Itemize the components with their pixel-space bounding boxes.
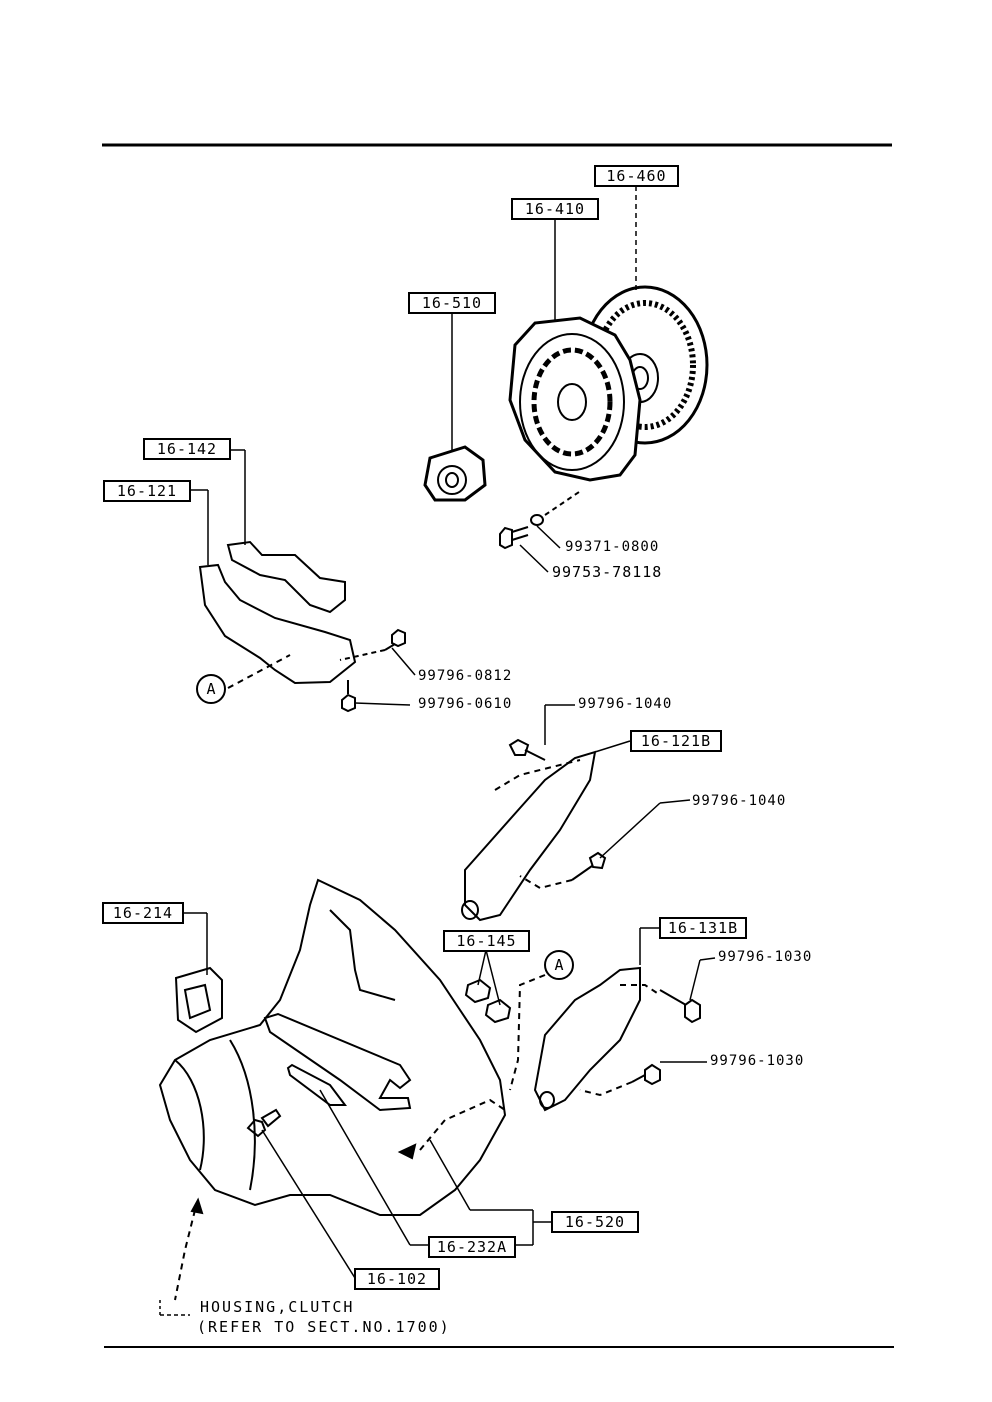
housing-note-line2: (REFER TO SECT.NO.1700) xyxy=(197,1318,451,1336)
callout-16-142: 16-142 xyxy=(143,438,231,460)
callout-16-121B: 16-121B xyxy=(630,730,722,752)
callout-16-232A: 16-232A xyxy=(428,1236,516,1258)
boot-seal-drawing xyxy=(174,966,223,1034)
bolt-washer-drawing xyxy=(499,489,583,550)
nuts-drawing xyxy=(464,978,512,1024)
callout-16-131B: 16-131B xyxy=(659,917,747,939)
callout-16-410: 16-410 xyxy=(511,198,599,220)
housing-note-line1: HOUSING,CLUTCH xyxy=(200,1298,355,1316)
marker-a-left: A xyxy=(196,674,226,704)
callout-16-102: 16-102 xyxy=(354,1268,440,1290)
arrow-head-1 xyxy=(397,1143,417,1160)
part-99753-78118: 99753-78118 xyxy=(552,563,663,581)
dashed-guide-housing xyxy=(174,1209,196,1301)
part-99796-1040-mid: 99796-1040 xyxy=(692,793,787,809)
leader-lines xyxy=(159,186,716,1316)
cover-bolts-drawing xyxy=(227,628,406,713)
pressure-plate-drawing xyxy=(508,316,642,482)
callout-16-145: 16-145 xyxy=(443,930,530,952)
part-99371-0800: 99371-0800 xyxy=(565,539,660,555)
clutch-cover-drawing xyxy=(198,563,357,685)
part-99796-1040-top: 99796-1040 xyxy=(578,696,673,712)
release-fork-drawing xyxy=(263,1012,412,1112)
pivot-pin-drawing xyxy=(246,1108,282,1138)
part-99796-0610: 99796-0610 xyxy=(418,696,513,712)
callout-16-121: 16-121 xyxy=(103,480,191,502)
callout-16-510: 16-510 xyxy=(408,292,496,314)
cover-plate-drawing xyxy=(226,540,346,614)
part-99796-1030-top: 99796-1030 xyxy=(718,949,813,965)
bracket-lower-drawing xyxy=(533,966,701,1112)
callout-16-520: 16-520 xyxy=(551,1211,639,1233)
release-bearing-drawing xyxy=(423,445,487,502)
dashed-guide-a2 xyxy=(509,974,546,1091)
part-99796-0812: 99796-0812 xyxy=(418,668,513,684)
clutch-housing-drawing xyxy=(158,878,507,1216)
part-99796-1030-bot: 99796-1030 xyxy=(710,1053,805,1069)
callout-16-214: 16-214 xyxy=(102,902,184,924)
arrow-head-housing xyxy=(190,1197,204,1215)
dashed-guide-1 xyxy=(419,1098,506,1151)
callout-16-460: 16-460 xyxy=(594,165,679,187)
marker-a-right: A xyxy=(544,950,574,980)
bracket-upper-drawing xyxy=(461,738,607,922)
